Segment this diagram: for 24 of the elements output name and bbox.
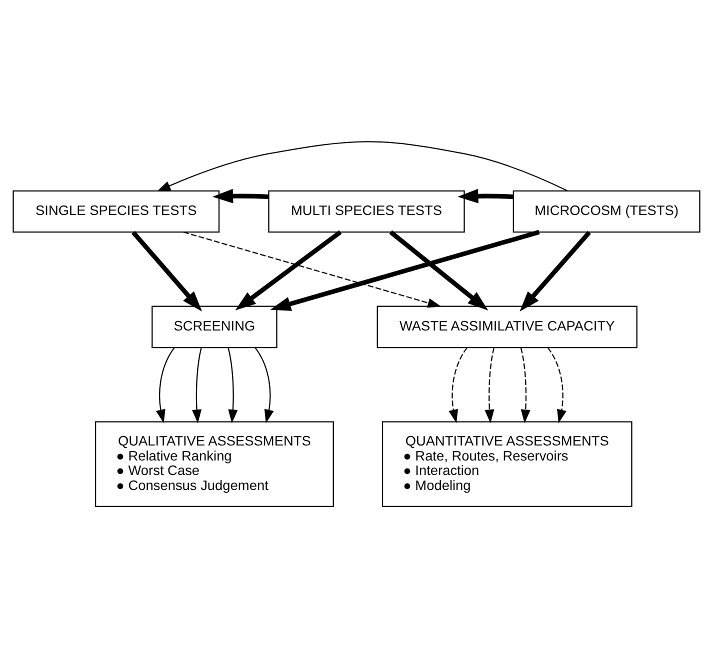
arrow [547,347,566,424]
arrow [458,188,514,204]
arrow [270,230,540,311]
node-box: SCREENING [152,306,278,348]
arrow [212,188,269,204]
arrow [254,347,274,424]
arrow [520,348,530,424]
node-box: QUANTITATIVE ASSESSMENTS ● Rate, Routes, Reservoirs ● Interaction ● Modeling [382,421,632,507]
node-box: WASTE ASSIMILATIVE CAPACITY [376,306,638,348]
arrow [183,232,442,308]
arrow [192,348,202,424]
arrow [156,347,175,424]
arrow [228,348,238,424]
arrow [235,230,342,310]
arrow [389,230,488,311]
arrow [132,230,202,312]
node-box: MICROCOSM (TESTS) [512,190,700,233]
node-box: MULTI SPECIES TESTS [268,190,465,233]
arrow [484,348,495,424]
node-box: SINGLE SPECIES TESTS [12,190,220,233]
node-box: QUALITATIVE ASSESSMENTS ● Relative Ranking ● Worst Case ● Consensus Judgement [94,421,334,507]
arrow [448,347,468,424]
arrow [156,141,568,192]
arrow [520,230,591,312]
